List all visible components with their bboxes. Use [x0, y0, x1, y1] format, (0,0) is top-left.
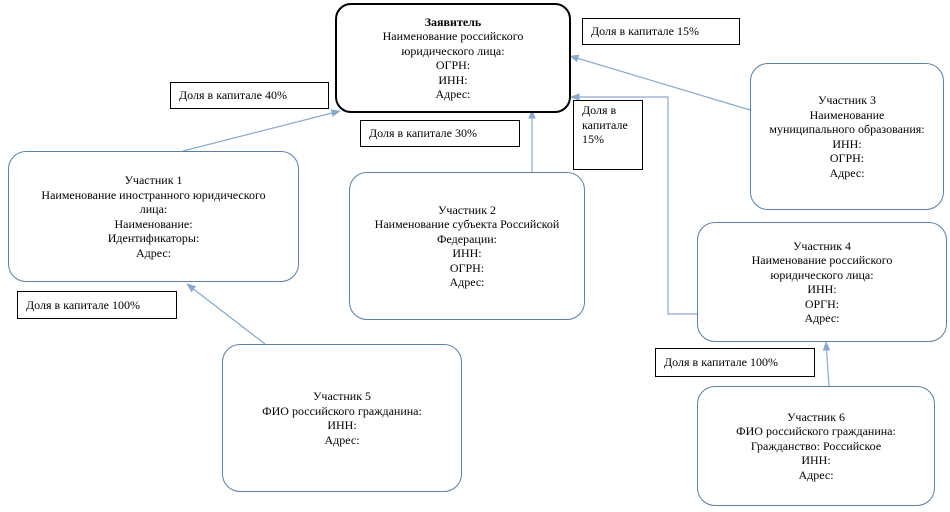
participant-6-title: Участник 6 [786, 409, 846, 424]
participant-3-node: Участник 3 Наименование муниципального о… [750, 63, 944, 210]
participant-1-node: Участник 1 Наименование иностранного юри… [8, 151, 299, 282]
participant-6-node: Участник 6 ФИО российского гражданина: Г… [697, 386, 935, 506]
participant-1-line: лица: [139, 202, 168, 216]
applicant-line: ОГРН: [435, 58, 471, 72]
participant-5-line: Адрес: [324, 432, 360, 447]
participant-3-line: ОГРН: [829, 151, 865, 165]
participant-4-node: Участник 4 Наименование российского юрид… [697, 222, 947, 342]
participant-2-line: Адрес: [449, 275, 485, 289]
edge-p1-to-applicant [182, 109, 341, 152]
participant-6-line: ФИО российского гражданина: [736, 424, 896, 439]
share-label-p2: Доля в капитале 30% [360, 120, 520, 147]
participant-2-line: Наименование субъекта Российской [374, 217, 560, 231]
participant-4-line: ИНН: [807, 282, 837, 296]
applicant-line: ИНН: [438, 72, 468, 87]
participant-1-line: Наименование иностранного юридического [41, 187, 266, 202]
participant-2-node: Участник 2 Наименование субъекта Российс… [349, 172, 585, 320]
participant-1-line: Адрес: [135, 245, 172, 260]
participant-5-node: Участник 5 ФИО российского гражданина: И… [222, 344, 462, 492]
participant-4-line: Наименование российского [751, 253, 893, 267]
share-label-p3: Доля в капитале 15% [582, 18, 740, 45]
participant-1-line: Идентификаторы: [107, 231, 200, 245]
participant-4-line: Адрес: [804, 311, 840, 325]
share-label-p6: Доля в капитале 100% [655, 348, 815, 377]
applicant-line: Наименование российского [382, 29, 524, 43]
applicant-title: Заявитель [424, 14, 482, 29]
edge-p5-to-p1 [186, 283, 266, 345]
share-label-p4-line: капитале [582, 117, 628, 132]
participant-6-line: ИНН: [801, 453, 831, 468]
participant-6-line: Адрес: [798, 467, 834, 482]
share-label-p4-line: Доля в [582, 103, 617, 117]
participant-3-line: Адрес: [829, 165, 865, 180]
participant-1-title: Участник 1 [124, 173, 183, 187]
participant-6-line: Гражданство: Российское [750, 438, 882, 453]
edge-p6-to-p4 [822, 341, 831, 387]
participant-3-line: муниципального образования: [769, 122, 925, 136]
participant-5-title: Участник 5 [312, 389, 372, 403]
share-label-p4: Доля в капитале 15% [573, 100, 643, 170]
applicant-line: Адрес: [435, 87, 471, 101]
participant-2-line: ОГРН: [449, 260, 485, 275]
applicant-line: юридического лица: [401, 43, 505, 58]
participant-4-line: ОРГН: [804, 296, 840, 311]
share-label-p4-line: 15% [582, 132, 604, 146]
share-label-p1: Доля в капитале 40% [170, 82, 329, 109]
participant-3-line: Наименование [809, 107, 885, 122]
participant-2-line: ИНН: [452, 246, 482, 260]
participant-3-line: ИНН: [832, 136, 862, 151]
share-label-p5: Доля в капитале 100% [17, 291, 177, 319]
participant-4-title: Участник 4 [792, 238, 852, 253]
participant-5-line: ИНН: [327, 418, 357, 432]
participant-1-line: Наименование: [114, 216, 193, 231]
applicant-node: Заявитель Наименование российского юриди… [335, 3, 571, 113]
participant-3-title: Участник 3 [817, 93, 877, 107]
participant-4-line: юридического лица: [770, 267, 874, 282]
participant-2-line: Федерации: [436, 231, 497, 246]
participant-2-title: Участник 2 [437, 202, 497, 217]
participant-5-line: ФИО российского гражданина: [262, 403, 422, 418]
